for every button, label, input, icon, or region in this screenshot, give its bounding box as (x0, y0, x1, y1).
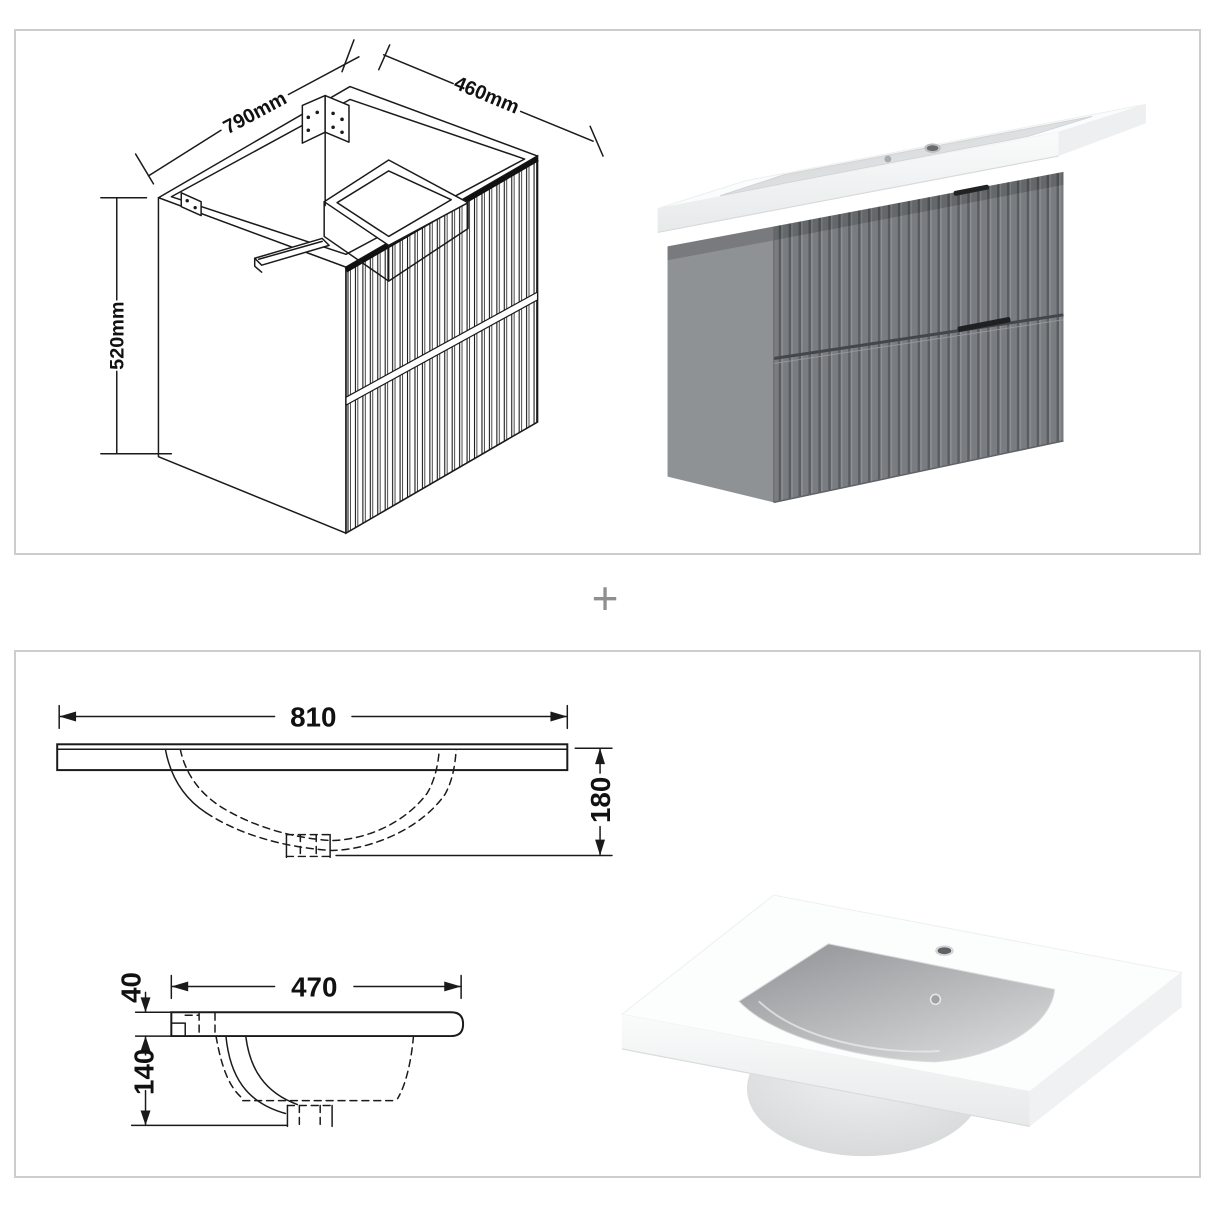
basin-panel: 810 180 (14, 650, 1201, 1178)
faucet-hole-ring (924, 143, 941, 153)
faucet-hole (937, 947, 952, 955)
faucet-hole (926, 145, 939, 152)
countertop-basin-recess (719, 115, 1093, 197)
bottom-drawer-handle (957, 317, 1011, 332)
basin-3d-render (620, 894, 1183, 1157)
top-drawer-handle (953, 184, 989, 196)
basin-front-view-drawing: 810 180 (56, 701, 616, 859)
basin-right-edge (1029, 972, 1182, 1127)
basin-front-edge (621, 1014, 1030, 1127)
cabinet-technical-drawing: 790mm 460mm 520mm (100, 39, 604, 535)
cabinet-height-label: 520mm (107, 301, 129, 369)
faucet-hole-ring (935, 945, 954, 956)
plus-separator-icon: + (591, 572, 619, 624)
cabinet-height-dimension: 520mm (100, 196, 173, 455)
basin-side-view-drawing: 470 40 140 (116, 971, 465, 1128)
basin-bowl-recess (738, 943, 1056, 1063)
basin-bowl-depth-label: 140 (128, 1049, 159, 1095)
cabinet-depth-label: 460mm (451, 72, 523, 118)
overflow-hole (929, 993, 942, 1006)
basin-depth-label: 470 (291, 971, 337, 1002)
cabinet-3d-render (657, 103, 1147, 504)
cabinet-panel: 790mm 460mm 520mm (14, 29, 1201, 555)
cabinet-panel-graphics: 790mm 460mm 520mm (100, 39, 1147, 535)
overflow-hole (884, 155, 892, 163)
countertop-front-edge (657, 132, 1059, 233)
cabinet-side-face (667, 226, 774, 503)
basin-height-label: 180 (585, 777, 616, 823)
basin-rim-thickness-label: 40 (116, 972, 147, 1003)
basin-width-label: 810 (290, 701, 336, 732)
basin-panel-graphics: 810 180 (56, 701, 1183, 1157)
